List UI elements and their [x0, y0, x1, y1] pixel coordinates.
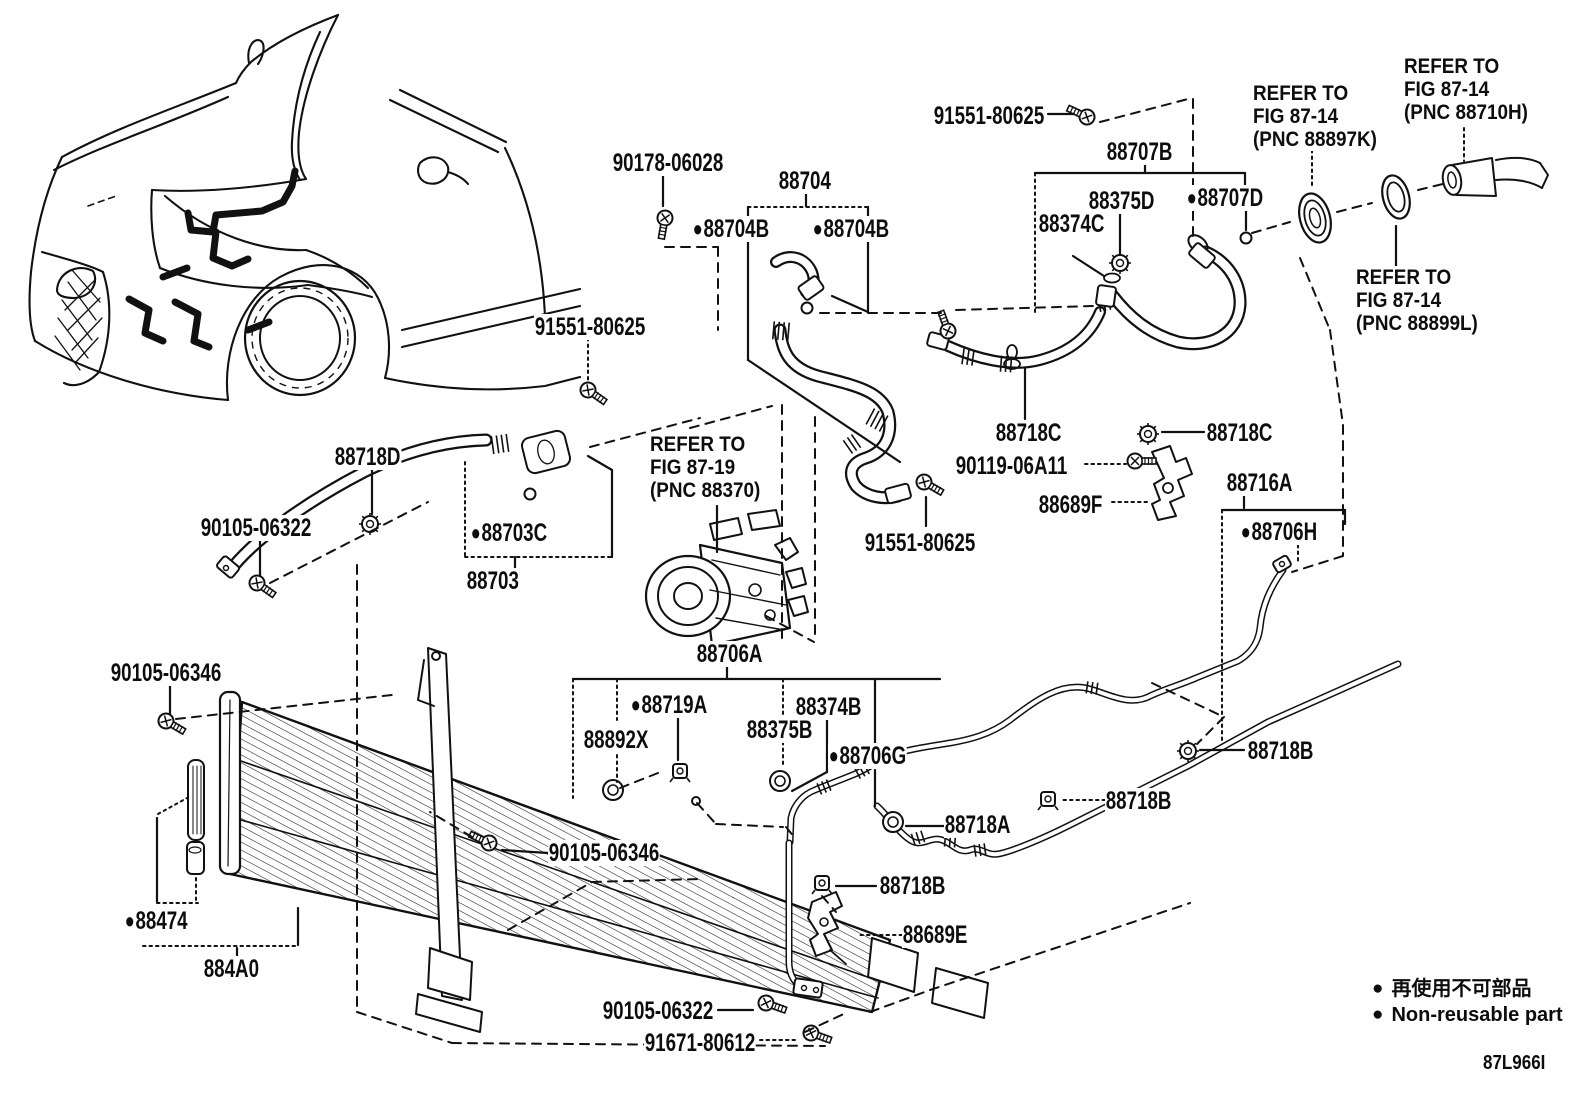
legend-row-1: ●Non-reusable part — [1372, 1004, 1563, 1026]
bolt-icon — [579, 381, 609, 406]
grommet-icon — [769, 770, 791, 793]
part-label-88718b[interactable]: 88718B — [879, 872, 947, 900]
non-reusable-dot-icon: ● — [1186, 185, 1197, 210]
part-label-88474[interactable]: ●88474 — [124, 907, 189, 935]
part-label-88718b[interactable]: 88718B — [1247, 737, 1315, 765]
part-label-88374c[interactable]: 88374C — [1038, 210, 1106, 238]
nut-icon — [1109, 252, 1131, 274]
part-label-88375b[interactable]: 88375B — [746, 716, 814, 744]
bolt-icon — [936, 309, 957, 340]
part-label-90105-06346[interactable]: 90105-06346 — [548, 839, 661, 867]
part-label-91551-80625[interactable]: 91551-80625 — [864, 529, 977, 557]
part-label-88716a[interactable]: 88716A — [1226, 469, 1294, 497]
part-label-88704b[interactable]: ●88704B — [812, 215, 890, 243]
bolt-icon — [656, 209, 674, 241]
bolt-icon — [757, 994, 788, 1015]
non-reusable-dot-icon: ● — [692, 216, 703, 241]
non-reusable-dot-icon: ● — [1240, 519, 1251, 544]
part-label-90105-06346[interactable]: 90105-06346 — [110, 659, 223, 687]
clamp-icon — [811, 875, 833, 895]
part-label-90119-06a11[interactable]: 90119-06A11 — [955, 452, 1069, 480]
part-label-91551-80625[interactable]: 91551-80625 — [933, 102, 1046, 130]
part-label-91671-80612[interactable]: 91671-80612 — [644, 1029, 757, 1057]
part-label-88707b[interactable]: 88707B — [1106, 138, 1174, 166]
part-label-88707d[interactable]: ●88707D — [1186, 184, 1264, 212]
part-label-88718a[interactable]: 88718A — [944, 811, 1012, 839]
clamp-icon — [1037, 791, 1059, 811]
part-label-88375d[interactable]: 88375D — [1088, 187, 1156, 215]
o-ring-icon — [523, 487, 537, 501]
part-label-88892x[interactable]: 88892X — [583, 726, 650, 754]
non-reusable-dot-icon: ● — [828, 743, 839, 768]
part-label-884a0[interactable]: 884A0 — [203, 955, 260, 983]
non-reusable-dot-icon: ● — [812, 216, 823, 241]
non-reusable-dot-icon: ● — [630, 692, 641, 717]
bolt-icon — [802, 1024, 833, 1045]
part-label-88374b[interactable]: 88374B — [795, 693, 863, 721]
part-label-90105-06322[interactable]: 90105-06322 — [602, 997, 715, 1025]
part-label-88704[interactable]: 88704 — [778, 167, 832, 195]
part-label-91551-80625[interactable]: 91551-80625 — [534, 313, 647, 341]
non-reusable-dot-icon: ● — [1372, 1004, 1384, 1025]
o-ring-icon — [1239, 231, 1253, 245]
part-label-88718c[interactable]: 88718C — [995, 419, 1063, 447]
grommet-icon — [882, 811, 904, 834]
part-label-88706a[interactable]: 88706A — [696, 640, 764, 668]
part-label-88718c[interactable]: 88718C — [1206, 419, 1274, 447]
part-label-88706h[interactable]: ●88706H — [1240, 518, 1318, 546]
non-reusable-dot-icon: ● — [470, 520, 481, 545]
grommet-icon — [602, 779, 624, 802]
non-reusable-dot-icon: ● — [1372, 978, 1384, 999]
part-label-90105-06322[interactable]: 90105-06322 — [200, 514, 313, 542]
part-label-88689e[interactable]: 88689E — [902, 921, 969, 949]
part-label-88689f[interactable]: 88689F — [1038, 491, 1104, 519]
bolt-icon — [467, 830, 498, 852]
bolt-icon — [915, 473, 945, 497]
legend-non-reusable: ●再使用不可部品 ●Non-reusable part — [1372, 976, 1563, 1028]
nut-icon — [359, 513, 381, 535]
part-label-88703[interactable]: 88703 — [466, 567, 520, 595]
bolt-icon — [157, 712, 187, 736]
bolt-icon — [248, 574, 278, 599]
part-label-90178-06028[interactable]: 90178-06028 — [612, 149, 725, 177]
part-label-88706g[interactable]: ●88706G — [828, 742, 907, 770]
part-label-88718d[interactable]: 88718D — [334, 443, 402, 471]
o-ring-icon — [800, 301, 814, 315]
non-reusable-dot-icon: ● — [124, 908, 135, 933]
nut-icon — [1137, 423, 1159, 445]
nut-icon — [1177, 740, 1199, 762]
part-label-88703c[interactable]: ●88703C — [470, 519, 548, 547]
part-label-88704b[interactable]: ●88704B — [692, 215, 770, 243]
legend-row-0: ●再使用不可部品 — [1372, 978, 1532, 1000]
bolt-icon — [1126, 452, 1157, 470]
part-label-88718b[interactable]: 88718B — [1105, 787, 1173, 815]
diagram-code: 87L966I — [1483, 1052, 1546, 1074]
part-label-88719a[interactable]: ●88719A — [630, 691, 708, 719]
clamp-icon — [669, 763, 691, 783]
